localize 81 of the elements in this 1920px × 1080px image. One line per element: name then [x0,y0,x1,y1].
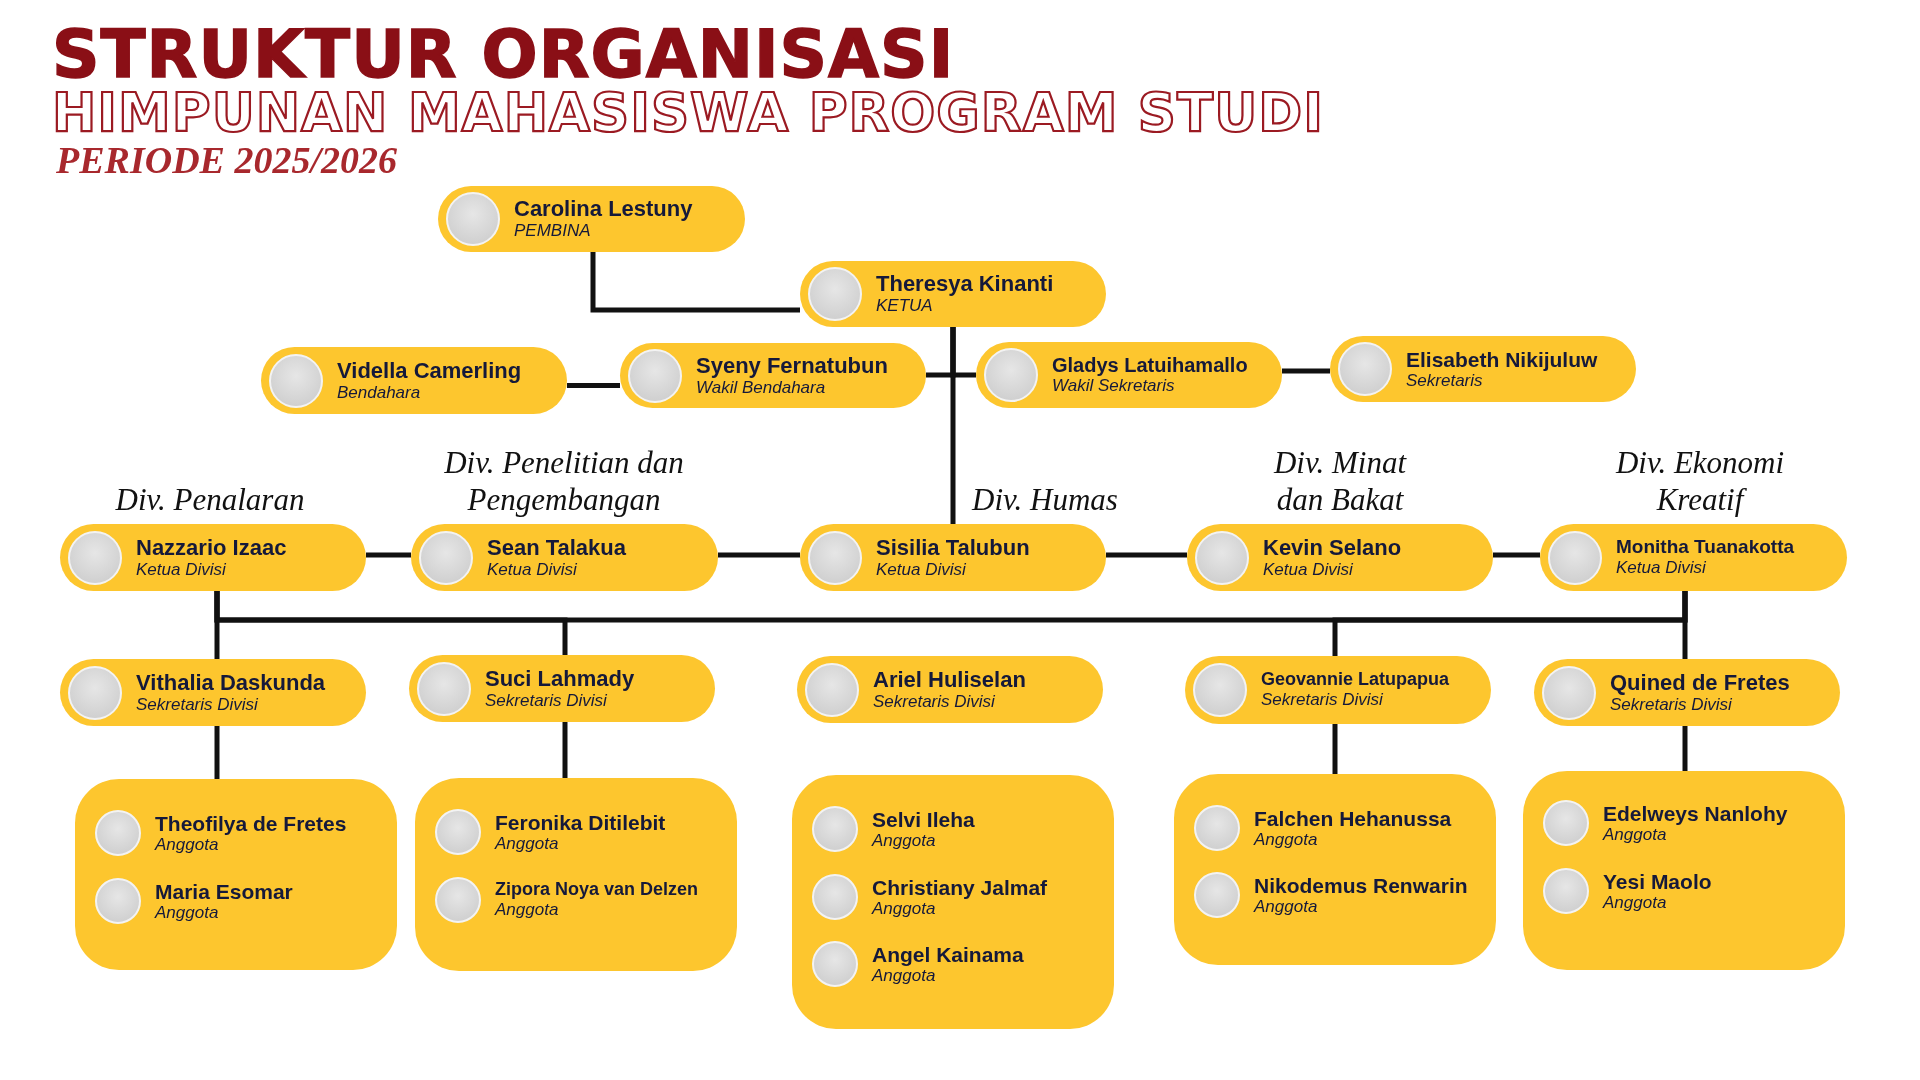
person-name: Vithalia Daskunda [136,670,326,695]
connector-line [718,552,800,558]
person-name: Yesi Maolo [1603,869,1712,893]
person-name: Selvi Ileha [872,807,975,831]
person-name: Theresya Kinanti [876,272,1054,297]
person-name: Maria Esomar [155,879,293,903]
connector-line [1682,726,1688,771]
period-label: PERIODE 2025/2026 [56,140,397,182]
division-heading: Div. Humas [970,480,1119,518]
connector-line [1493,552,1540,558]
member-group-panel [792,775,1114,1029]
person-name: Geovannie Latupapua [1261,670,1450,691]
role-title: KETUA [876,296,934,316]
role-title: Bendahara [337,382,421,403]
role-title: Anggota [1603,892,1668,913]
connector-line [1332,724,1338,774]
person-name: Zipora Noya van Delzen [495,880,699,901]
role-title: Anggota [1254,829,1319,850]
person-name: Quined de Fretes [1610,670,1790,695]
role-title: Sekretaris [1406,370,1484,391]
person-name: Nazzario Izaac [136,535,287,560]
person-name: Vidella Camerling [337,358,522,383]
member-group-panel [1174,774,1496,965]
person-name: Gladys Latuihamallo [1052,354,1248,377]
role-title: Anggota [495,900,560,920]
division-heading: Div. Minat dan Bakat [1272,443,1408,518]
connector-line [366,552,411,558]
role-title: Ketua Divisi [1263,559,1354,580]
role-title: Ketua Divisi [1616,558,1707,578]
connector-line [1282,368,1330,374]
role-title: Wakil Bendahara [696,377,827,398]
role-title: Anggota [155,834,219,855]
role-title: Anggota [495,833,560,854]
role-title: Wakil Sekretaris [1052,376,1176,396]
person-name: Kevin Selano [1263,535,1402,560]
role-title: Anggota [872,830,937,851]
connector-line [214,591,1688,623]
subtitle: HIMPUNAN MAHASISWA PROGRAM STUDI [52,86,1324,139]
person-name: Monitha Tuanakotta [1616,537,1795,559]
role-title: Sekretaris Divisi [136,694,259,715]
role-title: Sekretaris Divisi [485,690,607,711]
member-group-panel [1523,771,1845,970]
person-name: Elisabeth Nikijuluw [1406,347,1598,371]
connector-line [950,327,956,524]
person-name: Nikodemus Renwarin [1254,873,1468,897]
person-name: Sisilia Talubun [876,535,1030,560]
role-title: Anggota [872,965,937,986]
person-name: Angel Kainama [872,942,1024,966]
person-name: Theofilya de Fretes [155,811,347,835]
connector-line [562,722,568,778]
division-heading: Div. Ekonomi Kreatif [1614,443,1786,518]
role-title: Sekretaris Divisi [873,691,996,712]
connector-line [567,383,620,388]
division-heading: Div. Penelitian dan Pengembangan [443,443,685,518]
member-group-panel [415,778,737,971]
role-title: Sekretaris Divisi [1261,690,1384,710]
person-name: Sean Talakua [487,535,626,560]
member-pill [800,261,1106,327]
role-title: Anggota [155,902,220,923]
role-title: Ketua Divisi [136,559,227,580]
role-title: Anggota [1603,824,1667,845]
division-heading: Div. Penalaran [114,480,306,518]
person-name: Carolina Lestuny [514,197,693,222]
role-title: Sekretaris Divisi [1610,694,1733,715]
person-name: Falchen Hehanussa [1254,806,1452,830]
connector-line [1106,552,1187,558]
person-name: Ariel Huliselan [873,667,1026,692]
person-name: Christiany Jalmaf [872,875,1048,899]
connector-line [590,252,800,313]
person-name: Suci Lahmady [485,666,635,691]
role-title: Ketua Divisi [487,559,578,580]
member-group-panel [75,779,397,970]
title: STRUKTUR ORGANISASI [52,22,955,88]
role-title: Anggota [872,898,936,919]
person-name: Edelweys Nanlohy [1603,801,1788,825]
person-name: Syeny Fernatubun [696,353,888,378]
role-title: Anggota [1254,896,1319,917]
role-title: PEMBINA [514,221,592,241]
connector-line [214,726,220,779]
person-name: Feronika Ditilebit [495,810,666,834]
role-title: Ketua Divisi [876,559,967,580]
